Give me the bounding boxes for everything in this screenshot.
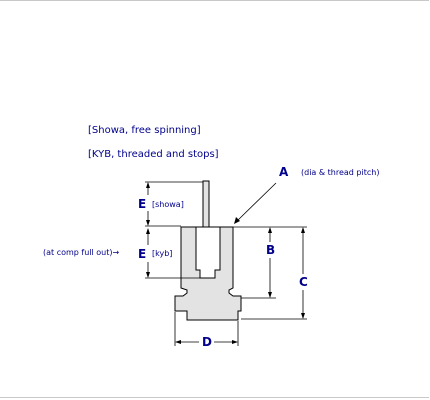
label-e-bottom-note: [kyb] [152,249,173,258]
label-e-bottom: E [138,247,147,261]
inner-bore [195,226,221,279]
comp-note: (at comp full out)→ [43,248,120,257]
label-e-top: E [138,197,147,211]
label-c: C [299,275,308,289]
label-b: B [266,243,276,257]
label-a: A [279,165,289,179]
label-a-note: (dia & thread pitch) [301,168,380,177]
dim-a-leader [235,182,277,223]
label-d: D [202,335,212,349]
label-e-top-note: [showa] [152,200,184,209]
note-kyb: [KYB, threaded and stops] [88,149,219,160]
note-showa: [Showa, free spinning] [88,125,201,136]
